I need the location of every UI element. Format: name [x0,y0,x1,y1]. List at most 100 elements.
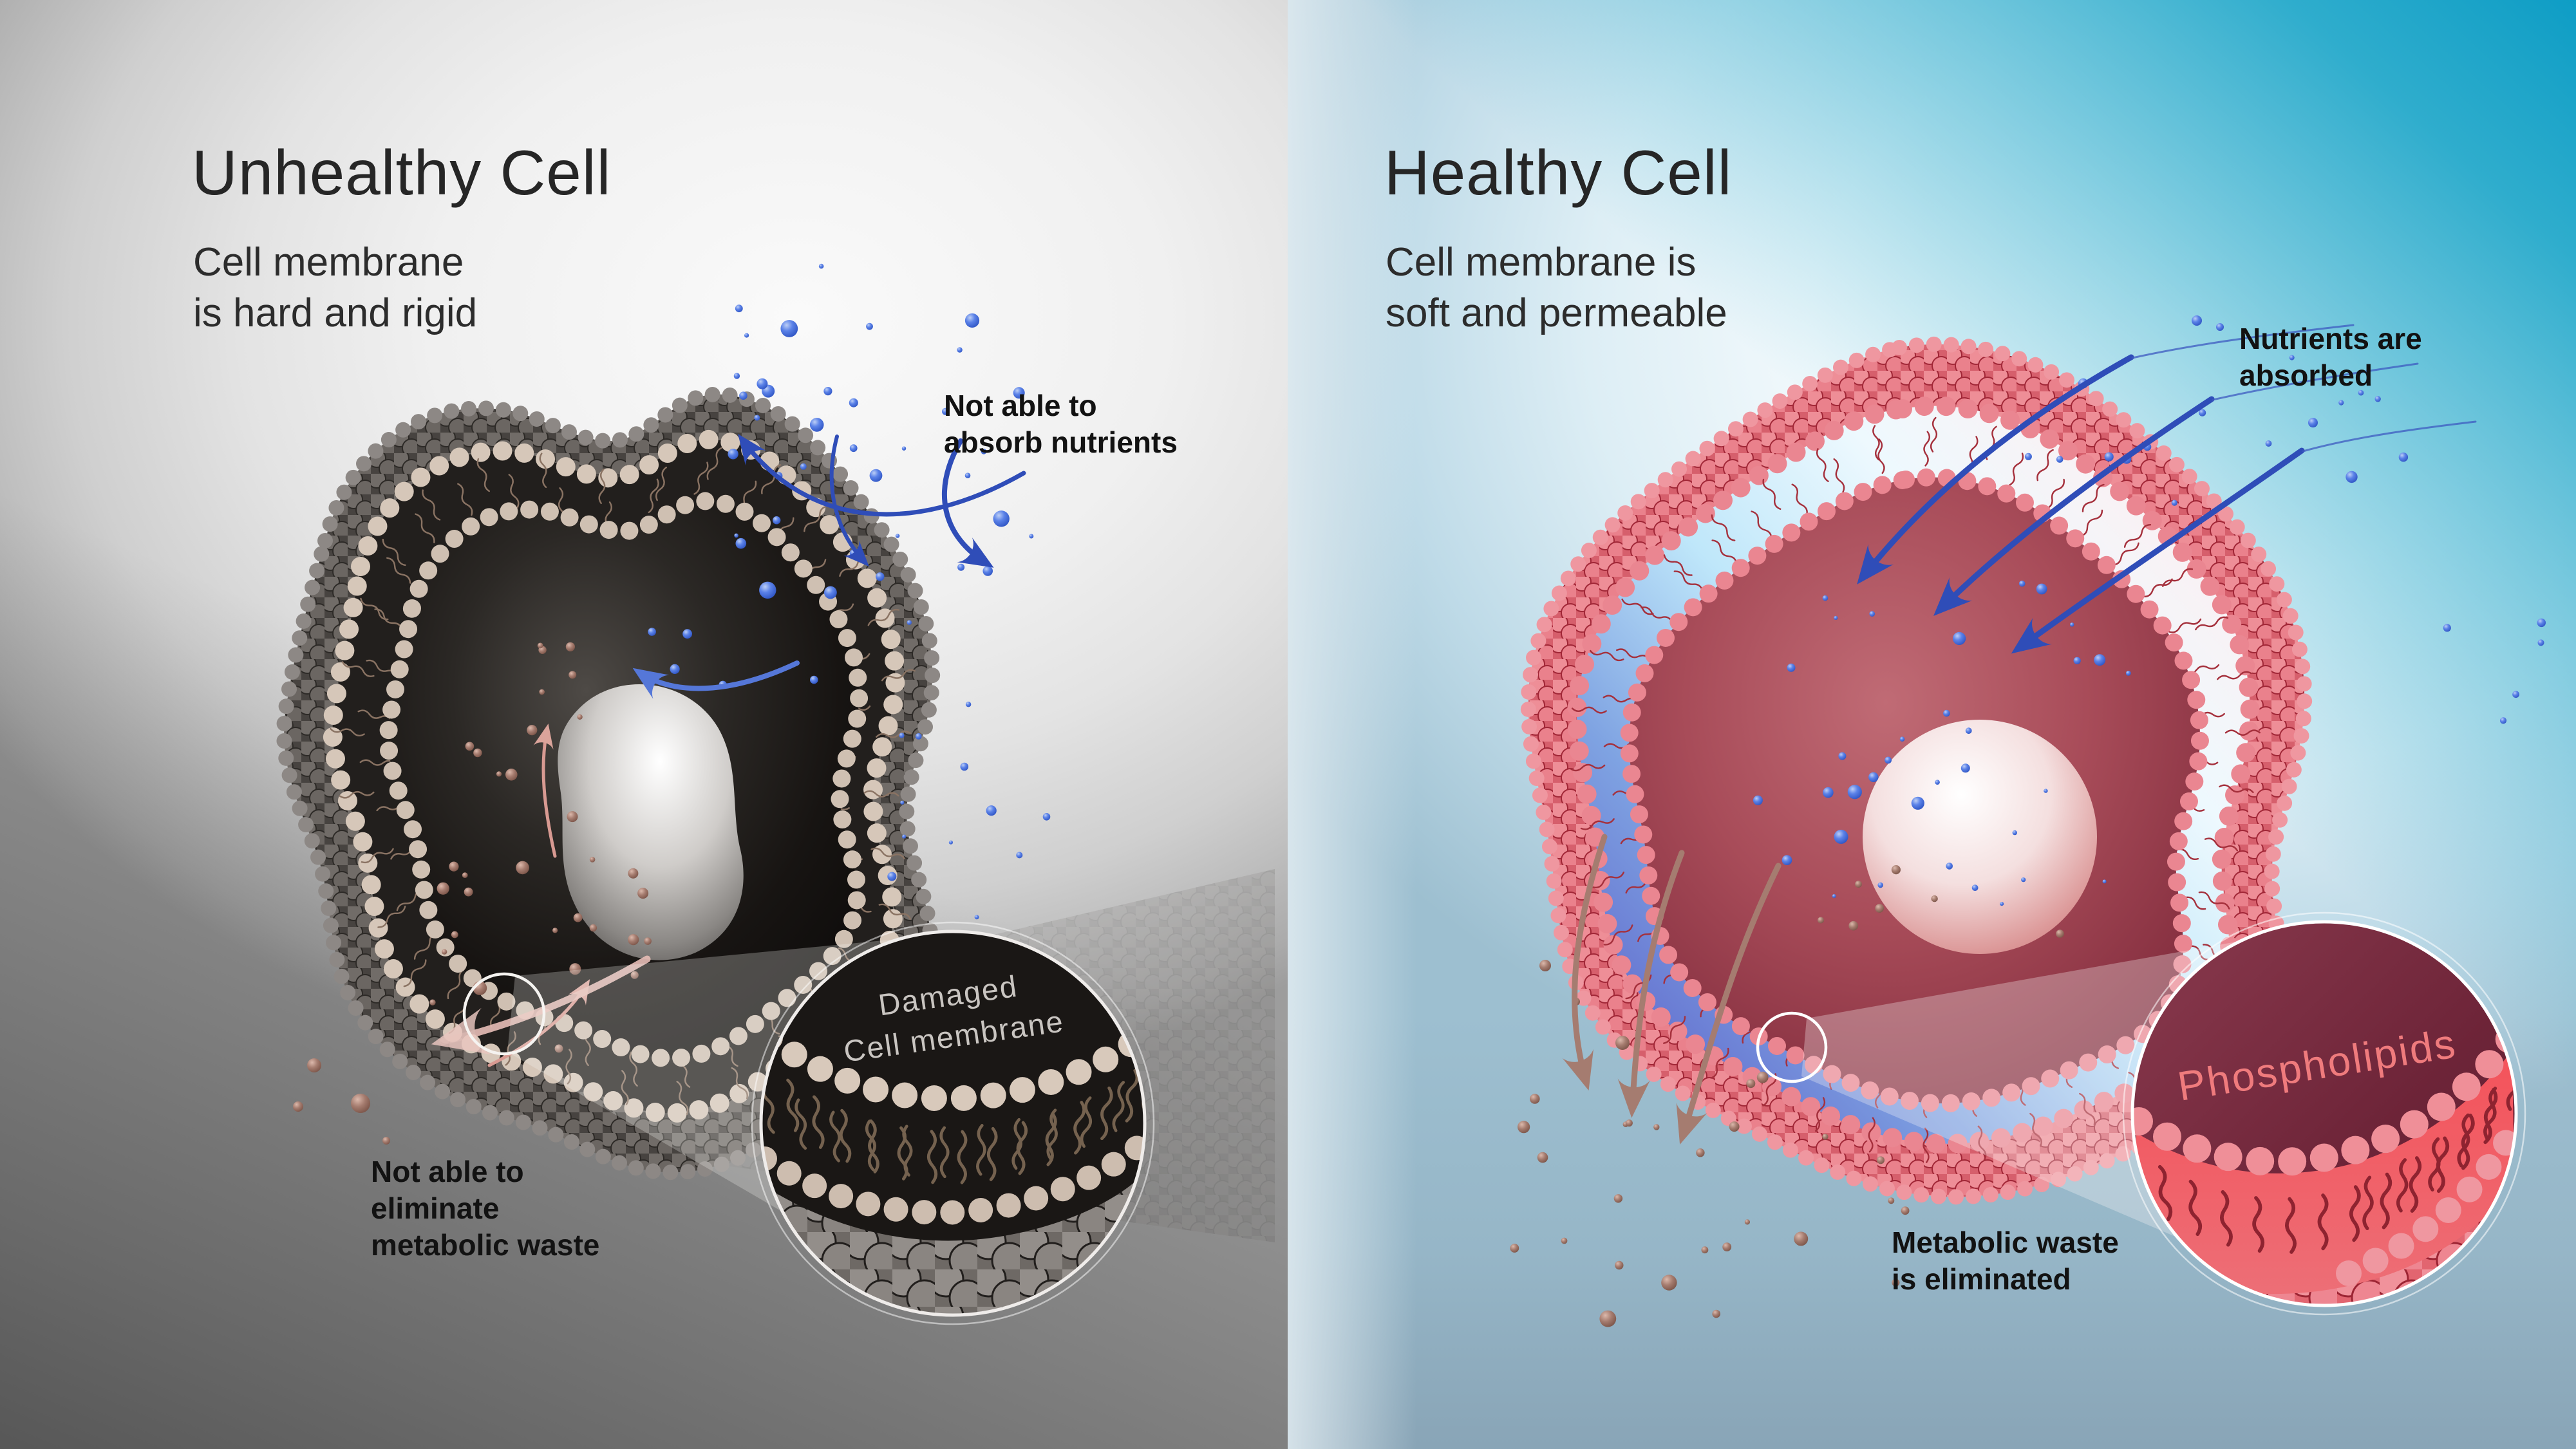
lipid-tail-squiggle [2409,1156,2421,1213]
nutrient-dot-icon [757,378,768,389]
lipid-tail-squiggle [342,661,375,677]
lipid-tail-squiggle [794,1098,807,1150]
waste-dot-icon [1855,881,1862,888]
phospholipid-head-row [2132,1025,2516,1176]
lipid-tail-squiggle [986,1126,998,1181]
waste-dot-icon [442,949,447,955]
lipid-tail-squiggle [655,466,668,501]
lipid-tail-squiggle [731,1067,748,1099]
waste-dot-icon [2056,930,2064,938]
lipid-tail-squiggle [1615,648,1651,660]
waste-arrow-eliminated-icon [1562,834,1608,1091]
nutrient-dot-icon [1042,813,1051,821]
lipid-tail-squiggle [881,669,916,682]
waste-dot-icon [505,769,518,781]
nutrient-dot-icon [2512,691,2520,698]
waste-dot-icon [1530,1094,1540,1104]
nutrient-dot-icon [1782,855,1792,865]
waste-dot-icon [1518,1121,1530,1134]
waste-dot-icon [573,913,583,922]
unhealthy-subtitle-line2: is hard and rigid [193,291,478,335]
lipid-tail-squiggle [2111,542,2139,566]
lipid-tail-squiggle [1877,438,1885,474]
waste-dot-icon [1661,1275,1677,1291]
lipid-tail-squiggle [2162,568,2194,587]
waste-arrow-blocked-icon [533,724,557,858]
waste-dot-icon [644,937,652,945]
waste-dot-icon [1712,1309,1720,1318]
lipid-tail-squiggle [1080,1096,1092,1148]
waste-dot-icon [1756,1071,1769,1083]
lipid-tail-squiggle [693,462,709,495]
lipid-tail-squiggle [374,608,403,631]
waste-dot-icon [1892,1278,1900,1287]
damaged-head-row [761,1122,1145,1225]
waste-dot-icon [307,1058,321,1072]
nutrient-dot-icon [849,444,858,453]
lipid-tail-squiggle [1751,510,1772,540]
nutrient-dot-icon [2056,456,2064,463]
lipid-tail-squiggle [1125,1069,1139,1123]
lipid-tail-squiggle [839,1108,852,1163]
lipid-tail-squiggle [1580,818,1615,830]
nutrient-dot-icon [957,563,965,571]
not-eliminate-label: Not able to eliminate metabolic waste [371,1154,599,1264]
nutrient-dot-icon [993,510,1010,527]
nutrient-dot-icon [810,675,818,684]
nutrient-dot-icon [1935,780,1940,785]
waste-dot-icon [1901,1206,1910,1215]
magnifier-outer-ring [751,921,1155,1325]
nutrient-dot-icon [981,448,987,454]
nutrient-dot-icon [964,313,980,328]
nutrient-dot-icon [1885,756,1892,764]
lipid-tail-squiggle [676,1081,689,1116]
lipid-tail-squiggle [1112,1081,1125,1132]
nutrient-dot-icon [1838,752,1847,760]
nutrient-dot-icon [2000,902,2004,906]
not-absorb-label: Not able to absorb nutrients [944,388,1178,461]
lipid-tail-squiggle [1814,1097,1826,1132]
waste-dot-icon [1510,1244,1519,1253]
lipid-tail-squiggle [2188,1179,2202,1237]
lipid-tail-squiggle [1641,606,1673,623]
lipid-tail-squiggle [1872,425,1880,461]
nutrient-dot-icon [773,516,781,525]
lipid-tail-squiggle [706,447,722,480]
waste-dot-icon [1539,960,1551,971]
nutrient-dot-icon [2289,355,2295,360]
waste-dot-icon [449,861,459,872]
lipid-tail-squiggle [2457,1113,2470,1168]
nutrient-dot-icon [809,418,824,432]
lipid-tail-squiggle [598,468,606,504]
waste-dot-icon [464,887,473,897]
waste-dot-icon [577,714,583,720]
lipid-tail-squiggle [1711,539,1738,565]
waste-dot-icon [465,742,475,751]
unhealthy-title: Unhealthy Cell [192,137,612,208]
nutrient-dot-icon [876,572,885,581]
nutrient-arrow-deflected-icon [829,435,869,567]
lipid-tail-squiggle [2285,1197,2297,1254]
lipid-tail-squiggle [339,791,375,799]
waste-dot-icon [1537,1152,1548,1163]
lipid-tail-squiggle [2009,453,2024,486]
damaged-head-row [761,1014,1145,1112]
lipid-tail-squiggle [621,1070,629,1105]
nutrient-dot-icon [2443,624,2451,632]
waste-dot-icon [382,1137,390,1145]
waste-dot-icon [589,924,597,932]
nutrient-dot-icon [759,581,776,599]
nutrient-dot-icon [728,449,738,460]
nutrients-absorbed-label: Nutrients are absorbed [2239,321,2422,394]
nutrient-dot-icon [1943,709,1950,717]
nutrient-dot-icon [1869,611,1875,617]
nutrient-arrow-absorbed-icon [1933,396,2215,616]
waste-dot-icon [1818,917,1824,924]
nutrient-dot-icon [670,664,680,674]
unhealthy-nucleus [558,684,744,960]
lipid-tail-squiggle [2219,784,2254,794]
waste-dot-icon [1729,1121,1740,1132]
lipid-tail-squiggle [870,847,905,859]
lipid-tail-squiggle [1923,431,1930,467]
